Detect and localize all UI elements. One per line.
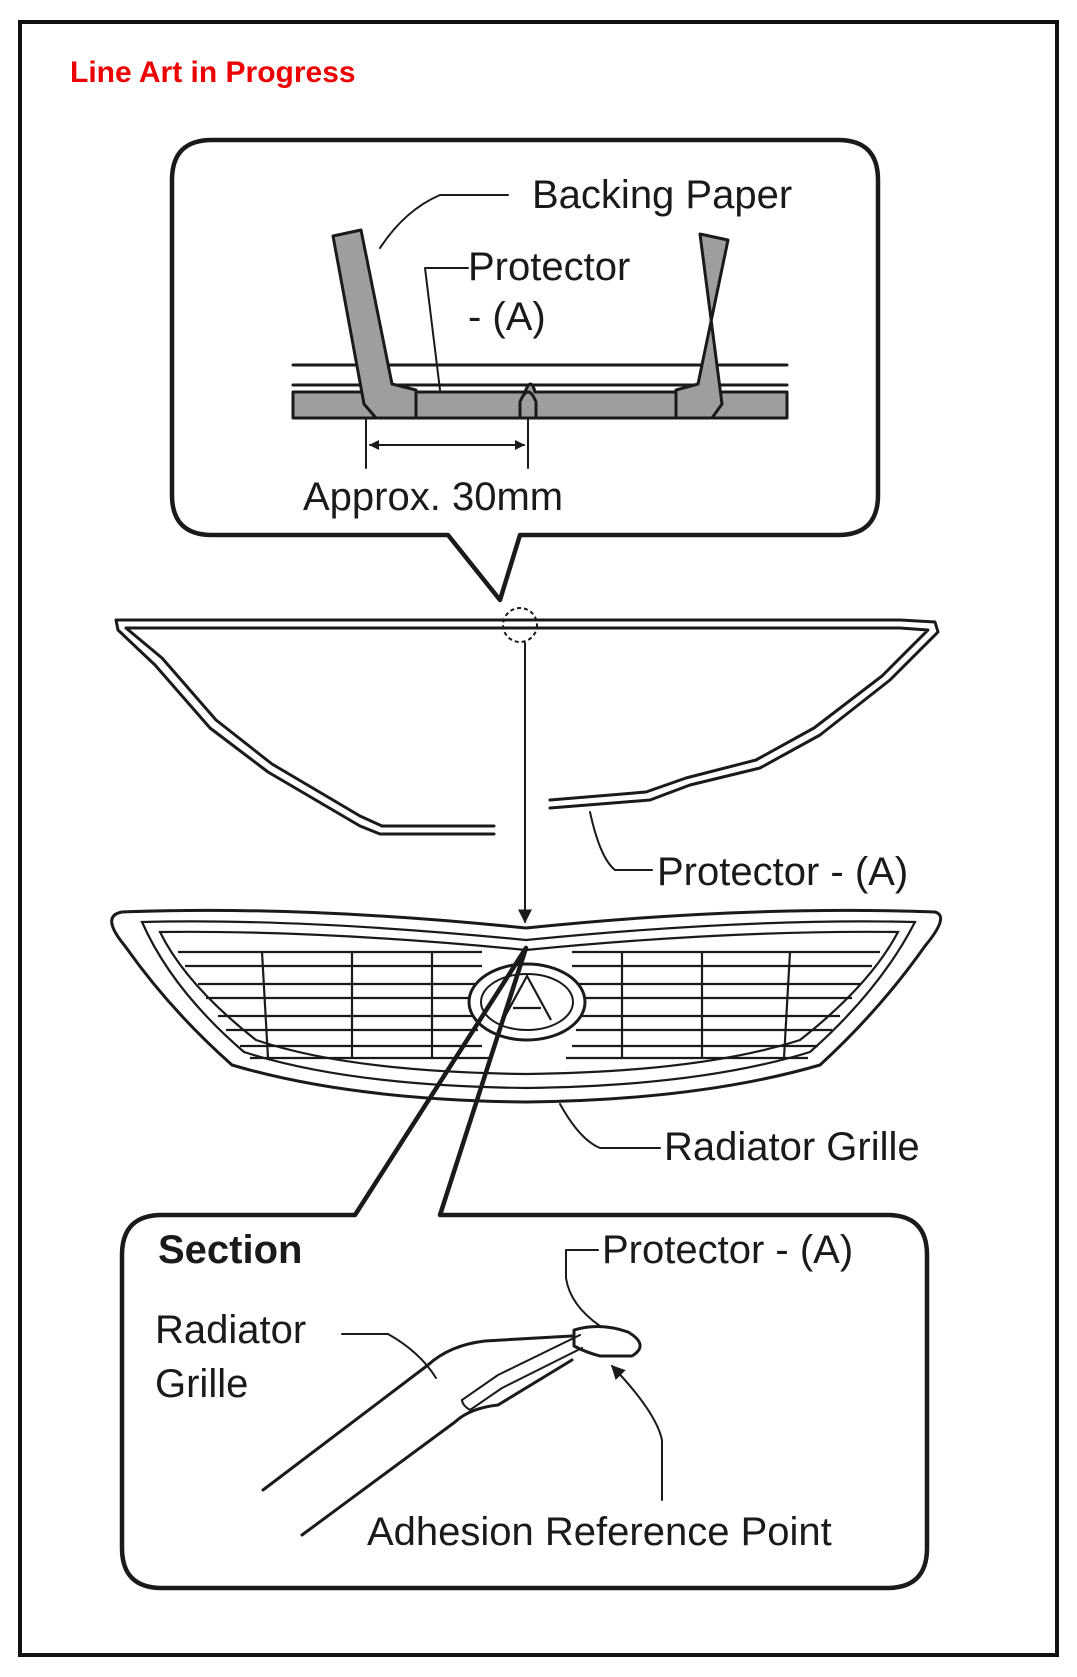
top-callout-box — [169, 137, 881, 603]
protector-label: Protector - (A) — [657, 850, 908, 894]
section-title: Section — [158, 1228, 302, 1272]
protector-label-line1: Protector — [468, 245, 630, 289]
protector-label-line2: - (A) — [468, 295, 546, 339]
grille-dividers — [260, 951, 792, 1059]
section-protector-label: Protector - (A) — [602, 1228, 853, 1272]
adhesion-reference-label: Adhesion Reference Point — [367, 1510, 832, 1554]
backing-paper-right-tab — [674, 232, 730, 420]
section-protector-cap — [572, 1325, 642, 1358]
section-grille-label-line1: Radiator — [155, 1308, 306, 1352]
status-text: Line Art in Progress — [70, 56, 356, 89]
radiator-grille: Radiator Grille — [110, 908, 943, 1169]
radiator-grille-label: Radiator Grille — [664, 1125, 920, 1169]
approx-dimension-label: Approx. 30mm — [303, 475, 563, 519]
section-callout: Section Protector - (A) Radiator Grille … — [119, 945, 930, 1591]
section-grille-label-line2: Grille — [155, 1362, 248, 1406]
backing-paper-label: Backing Paper — [532, 173, 792, 217]
grille-emblem — [467, 962, 587, 1042]
top-callout: Backing Paper Protector - (A) Approx. 30… — [169, 137, 881, 603]
page-border — [18, 20, 1059, 1657]
backing-paper-left-tab — [331, 228, 418, 420]
section-callout-box — [119, 945, 930, 1591]
protector-strip: Protector - (A) — [114, 607, 940, 894]
detail-circle — [502, 607, 538, 643]
